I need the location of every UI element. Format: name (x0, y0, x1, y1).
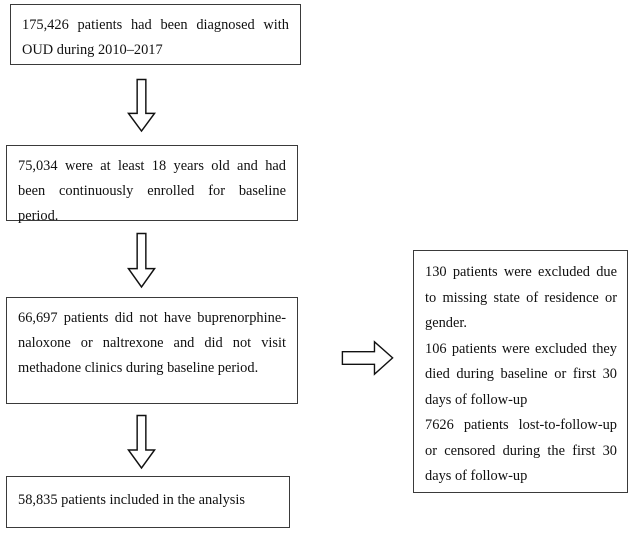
flow-box-exclusions-line-2: 106 patients were excluded they died dur… (425, 340, 617, 408)
flow-box-exclusions-line-3: 7626 patients lost-to-follow-up or censo… (425, 417, 617, 484)
flow-box-exclusions: 130 patients were excluded due to missin… (413, 250, 628, 493)
flow-box-screened-text: 175,426 patients had been diagnosed with… (22, 17, 289, 58)
arrow-down-icon (127, 78, 156, 134)
arrow-right-glyph (341, 340, 394, 376)
arrow-right-icon (341, 339, 394, 377)
flow-box-eligible: 75,034 were at least 18 years old and ha… (6, 145, 298, 224)
arrow-down-glyph (127, 78, 156, 133)
flow-box-no-treatment-text: 66,697 patients did not have buprenorphi… (18, 310, 286, 376)
flow-box-analyzed-text: 58,835 patients included in the analysis (18, 492, 246, 508)
arrow-down-icon (127, 414, 156, 471)
flow-box-no-treatment: 66,697 patients did not have buprenorphi… (6, 297, 298, 404)
flow-box-eligible-text: 75,034 were at least 18 years old and ha… (18, 158, 286, 224)
arrow-down-icon (127, 232, 156, 290)
arrow-down-glyph (127, 414, 156, 470)
flow-box-analyzed: 58,835 patients included in the analysis (6, 476, 290, 528)
flow-box-exclusions-line-1: 130 patients were excluded due to missin… (425, 264, 617, 331)
arrow-down-glyph (127, 232, 156, 289)
flow-box-screened: 175,426 patients had been diagnosed with… (10, 4, 301, 65)
